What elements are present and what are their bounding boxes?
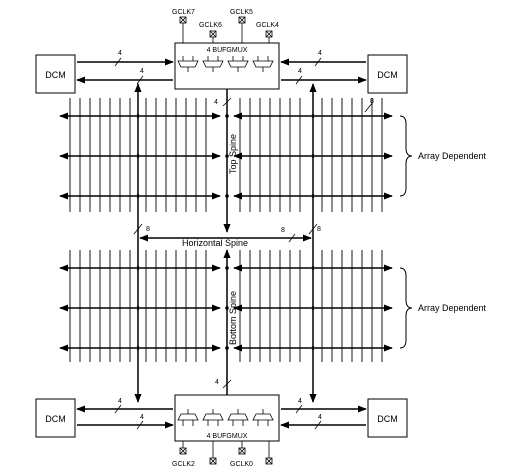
gclk-label-7: GCLK7 — [172, 9, 195, 16]
junction-dot — [311, 114, 315, 118]
junction-dot — [311, 306, 315, 310]
junction-dot — [225, 154, 229, 158]
gclk-pads-top — [179, 16, 273, 43]
gclk-label-5: GCLK5 — [230, 9, 253, 16]
bus-width-label: 4 — [298, 68, 302, 75]
array-dependent-label-bottom: Array Dependent — [418, 303, 487, 313]
bottom-spine-label: Bottom Spine — [228, 291, 238, 345]
junction-dot — [311, 346, 315, 350]
mux-symbols-top — [177, 56, 274, 72]
horizontal-spine-label: Horizontal Spine — [182, 238, 248, 248]
junction-dot — [225, 266, 229, 270]
gclk-pads-bottom — [179, 441, 273, 465]
dcm-block-top-left — [35, 54, 76, 94]
bus-width-label: 4 — [215, 379, 219, 386]
mux-symbols-bottom — [177, 409, 274, 426]
vertical-outer-spines — [134, 83, 317, 403]
bus-width-label: 4 — [214, 99, 218, 106]
array-brace-top — [399, 115, 413, 197]
junction-dot — [136, 306, 140, 310]
junction-dot — [225, 306, 229, 310]
dcm-label-top-right: DCM — [377, 70, 398, 80]
dcm-block-bottom-right — [367, 398, 408, 438]
dcm-block-top-right — [367, 54, 408, 94]
bus-width-label: 8 — [146, 226, 150, 233]
array-dependent-label-top: Array Dependent — [418, 151, 487, 161]
dcm-label-bottom-left: DCM — [45, 414, 66, 424]
bus-width-label: 4 — [318, 50, 322, 57]
bus-width-label: 4 — [140, 68, 144, 75]
array-brace-bottom — [399, 267, 413, 349]
bus-width-label: 4 — [118, 50, 122, 57]
junction-dot — [136, 194, 140, 198]
bus-ticks-grid — [364, 101, 374, 113]
junction-dot — [311, 194, 315, 198]
junction-dot — [136, 154, 140, 158]
bus-ticks-horizontal — [133, 223, 318, 243]
bus-width-label: 8 — [281, 227, 285, 234]
top-spine-label: Top Spine — [228, 134, 238, 174]
dcm-bufgmux-links-bottom — [76, 405, 367, 429]
junction-dot — [136, 114, 140, 118]
bus-ticks-bottom-dcm — [114, 404, 322, 430]
gclk-label-0: GCLK0 — [230, 461, 253, 468]
junction-dot — [136, 346, 140, 350]
junction-dot — [225, 114, 229, 118]
clock-grid-layer — [59, 98, 393, 362]
bus-width-label: 4 — [118, 398, 122, 405]
bus-ticks-center — [222, 97, 232, 389]
dcm-block-bottom-left — [35, 398, 76, 438]
junction-dot — [225, 346, 229, 350]
junction-dot — [225, 194, 229, 198]
gclk-label-6: GCLK6 — [199, 22, 222, 29]
bus-ticks-top-dcm — [114, 57, 322, 85]
dcm-bufgmux-links-top — [76, 58, 367, 84]
junction-dot — [311, 266, 315, 270]
bufgmux-label-top: 4 BUFGMUX — [207, 47, 248, 54]
bus-width-label: 4 — [318, 414, 322, 421]
bus-width-label: 8 — [317, 226, 321, 233]
bus-width-label: 4 — [298, 398, 302, 405]
junction-dot — [136, 266, 140, 270]
dcm-label-top-left: DCM — [45, 70, 66, 80]
gclk-label-4: GCLK4 — [256, 22, 279, 29]
junction-dot — [311, 154, 315, 158]
bufgmux-label-bottom: 4 BUFGMUX — [207, 433, 248, 440]
gclk-label-2: GCLK2 — [172, 461, 195, 468]
bus-width-label: 8 — [370, 98, 374, 105]
dcm-label-bottom-right: DCM — [377, 414, 398, 424]
bus-width-label: 4 — [140, 414, 144, 421]
